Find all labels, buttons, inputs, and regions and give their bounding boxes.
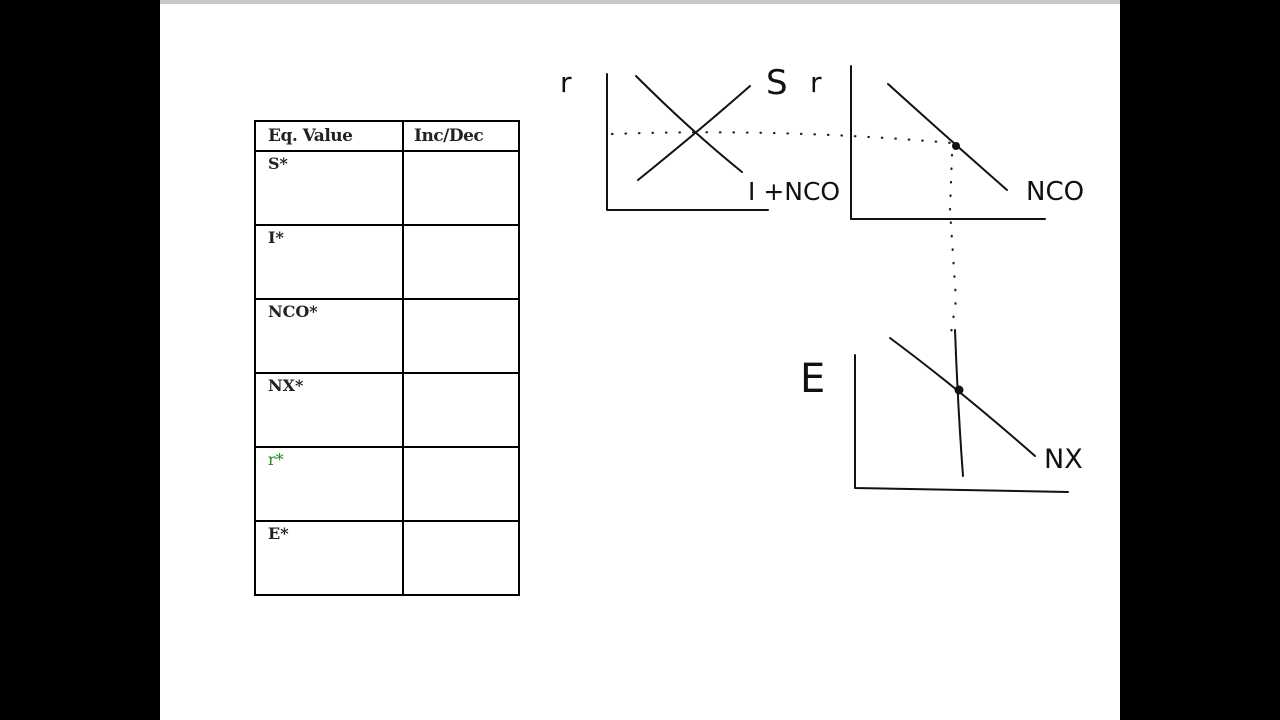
lf-axes [606, 73, 769, 211]
row-value-i [402, 224, 520, 300]
row-value-r [402, 446, 520, 522]
table-row: r* [254, 446, 520, 522]
table-row: NX* [254, 372, 520, 448]
fx-nx-curve [889, 337, 1036, 457]
fx-axes [854, 354, 1069, 493]
table-row: NCO* [254, 298, 520, 374]
lf-y-label: r [560, 66, 572, 99]
lf-demand-label: I +NCO [748, 177, 840, 206]
table-row: S* [254, 150, 520, 226]
row-label-nx: NX* [254, 372, 404, 448]
row-label-r: r* [254, 446, 404, 522]
hand-drawn-graphs: r S I +NCO r NCO E NX [560, 63, 1084, 493]
fx-y-label: E [800, 356, 825, 402]
lf-supply-label: S [766, 63, 788, 103]
fx-supply-curve [954, 329, 964, 477]
nco-equilibrium-point [952, 142, 960, 150]
row-label-s: S* [254, 150, 404, 226]
header-inc-dec: Inc/Dec [402, 120, 520, 152]
row-label-nco: NCO* [254, 298, 404, 374]
nco-curve-label: NCO [1026, 177, 1084, 207]
row-label-e: E* [254, 520, 404, 596]
nco-curve [887, 83, 1008, 191]
lf-demand-curve [635, 75, 743, 173]
lf-supply-curve [637, 85, 751, 181]
table-row: I* [254, 224, 520, 300]
row-value-nco [402, 298, 520, 374]
forex-graph: E NX [800, 329, 1083, 493]
dotted-nco-drop-line [948, 153, 958, 342]
equilibrium-table: Eq. Value Inc/Dec S* I* NCO* NX* r* [254, 120, 520, 596]
table-header-row: Eq. Value Inc/Dec [254, 120, 520, 152]
table-row: E* [254, 520, 520, 596]
row-label-i: I* [254, 224, 404, 300]
row-value-e [402, 520, 520, 596]
row-value-s [402, 150, 520, 226]
nco-axes [850, 65, 1046, 220]
fx-curve-label: NX [1044, 444, 1083, 475]
dotted-interest-rate-line [610, 131, 954, 145]
fx-equilibrium-point [954, 385, 964, 395]
top-bar [160, 0, 1120, 4]
header-eq-value: Eq. Value [254, 120, 404, 152]
row-value-nx [402, 372, 520, 448]
loanable-funds-graph: r S I +NCO [560, 63, 840, 211]
nco-y-label: r [810, 66, 822, 99]
whiteboard-page: Eq. Value Inc/Dec S* I* NCO* NX* r* [160, 0, 1120, 720]
nco-graph: r NCO [810, 65, 1084, 220]
